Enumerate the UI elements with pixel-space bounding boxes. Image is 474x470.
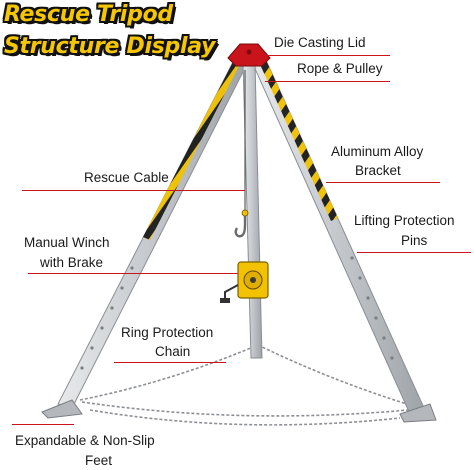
die-casting-lid (227, 43, 271, 67)
rule-manual-winch (28, 273, 238, 275)
rule-feet (12, 424, 74, 426)
manual-winch (220, 261, 269, 303)
right-leg (251, 57, 426, 415)
label-manual-winch-line-2: with Brake (40, 255, 104, 270)
hook-icon (234, 215, 247, 238)
label-ring-chain-line-1: Ring Protection (121, 325, 214, 340)
label-manual-winch-line-1: Manual Winch (24, 235, 110, 250)
label-rescue-cable: Rescue Cable (84, 170, 169, 185)
rule-die-casting-lid (262, 55, 390, 57)
label-die-casting-lid: Die Casting Lid (274, 35, 366, 50)
rule-ring-chain (114, 362, 226, 364)
label-feet-line-2: Feet (85, 453, 113, 468)
ring-protection-chain (79, 344, 411, 426)
rule-rescue-cable (22, 190, 245, 192)
title-line-1: Rescue Tripod (4, 2, 173, 27)
rule-lifting-pins (357, 252, 471, 254)
label-aluminum-alloy-line-1: Aluminum Alloy (331, 144, 424, 159)
non-slip-feet (41, 399, 437, 423)
label-aluminum-alloy-line-2: Bracket (355, 163, 401, 178)
title-line-2: Structure Display (4, 34, 216, 59)
label-feet-line-1: Expandable & Non-Slip (15, 433, 155, 448)
rule-aluminum-alloy (326, 182, 440, 184)
label-rope-pulley: Rope & Pulley (297, 61, 383, 76)
label-lifting-pins-line-1: Lifting Protection (354, 213, 455, 228)
rule-rope-pulley (265, 81, 390, 83)
label-lifting-pins-line-2: Pins (401, 233, 428, 248)
label-ring-chain-line-2: Chain (155, 344, 191, 359)
